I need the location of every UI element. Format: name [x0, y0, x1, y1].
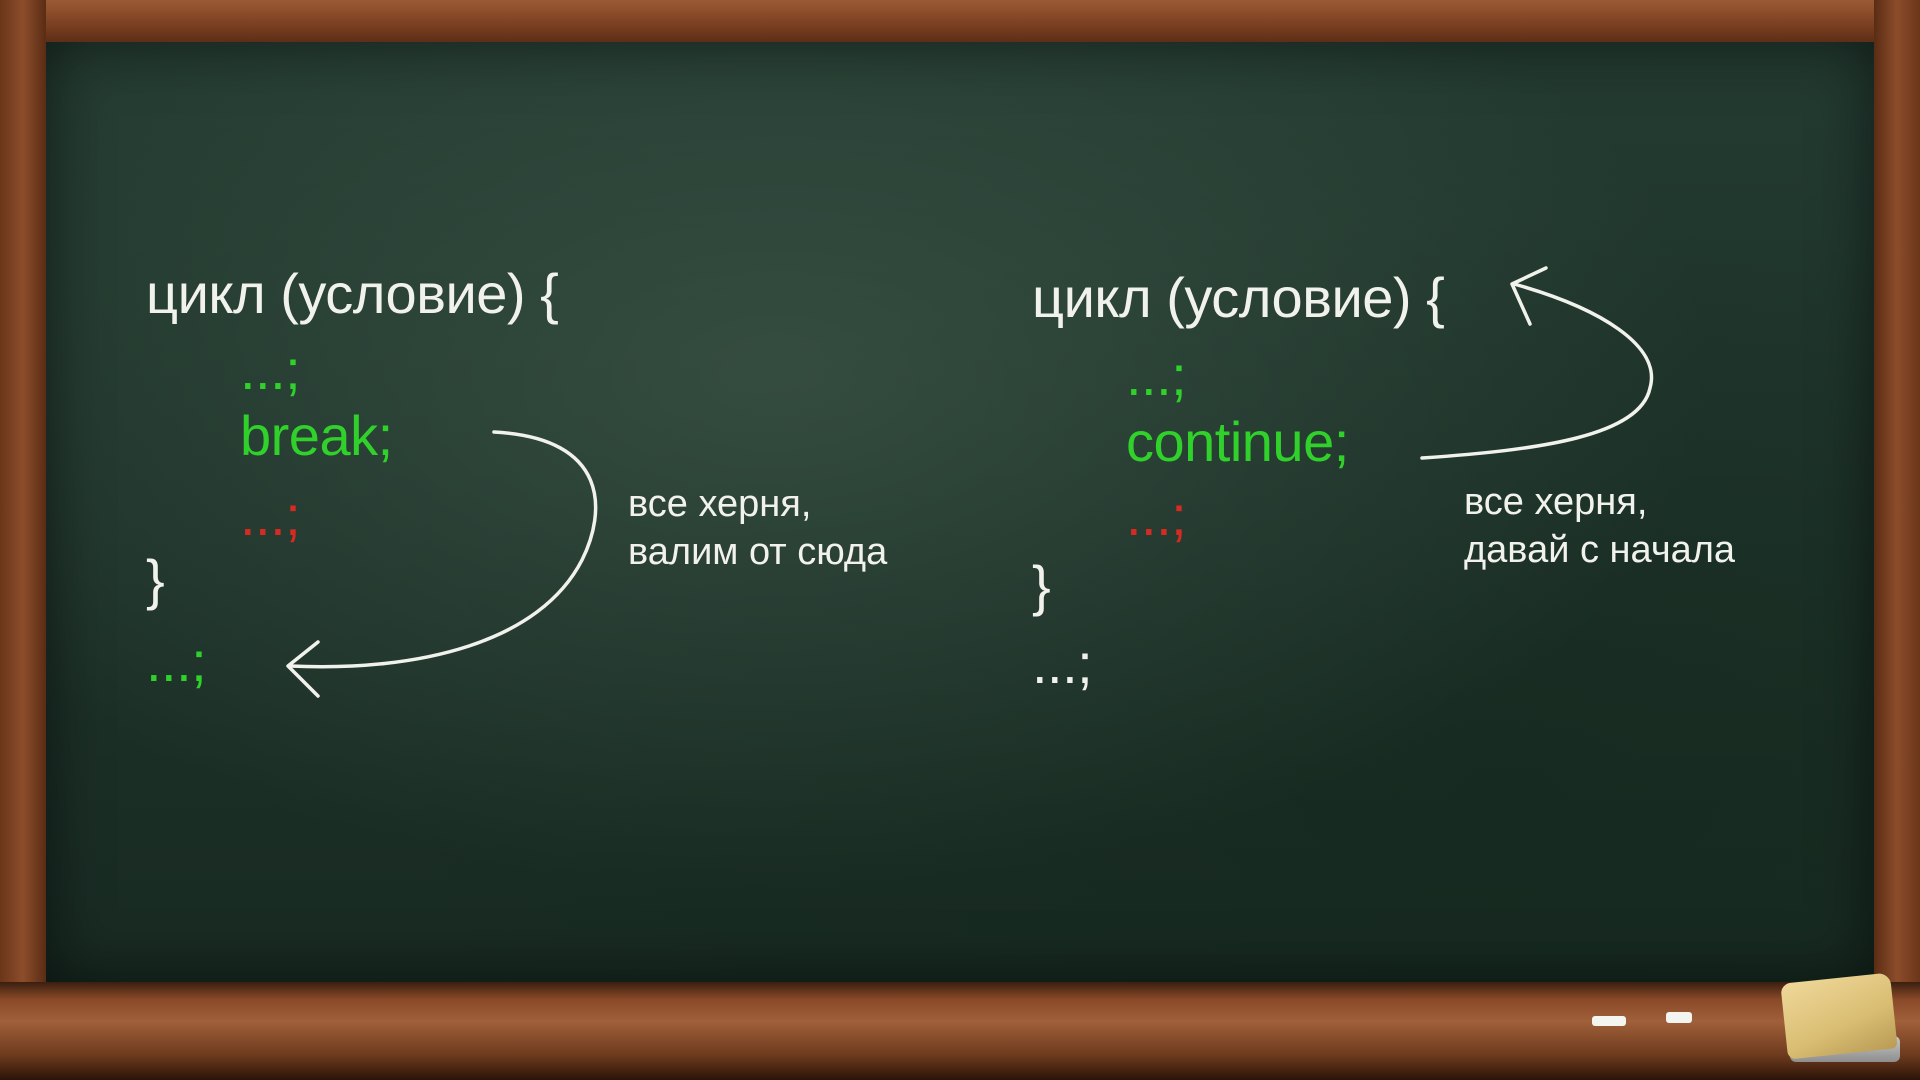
break-keyword: break;	[240, 404, 393, 467]
chalk-tray	[0, 982, 1920, 1080]
left-note-line1: все херня,	[628, 483, 812, 525]
left-line-after-loop: ...;	[146, 630, 207, 693]
left-closing-brace: }	[146, 548, 165, 611]
eraser-sponge	[1780, 972, 1898, 1060]
continue-keyword: continue;	[1126, 410, 1349, 473]
right-note-line1: все херня,	[1464, 481, 1648, 523]
right-line-skipped: ...;	[1126, 484, 1187, 547]
right-line-before: ...;	[1126, 344, 1187, 407]
right-loop-header: цикл (условие) {	[1032, 266, 1445, 329]
left-loop-header: цикл (условие) {	[146, 262, 559, 325]
right-closing-brace: }	[1032, 554, 1051, 617]
right-line-after-loop: ...;	[1032, 632, 1093, 695]
left-line-before: ...;	[240, 338, 301, 401]
left-note-line2: валим от сюда	[628, 531, 888, 573]
right-note-line2: давай с начала	[1464, 529, 1736, 571]
frame-left-edge	[0, 0, 46, 1080]
frame-right-edge	[1874, 0, 1920, 1080]
frame-top-edge	[0, 0, 1920, 42]
chalk-piece	[1592, 1016, 1626, 1026]
left-line-skipped: ...;	[240, 484, 301, 547]
chalk-piece	[1666, 1012, 1692, 1023]
